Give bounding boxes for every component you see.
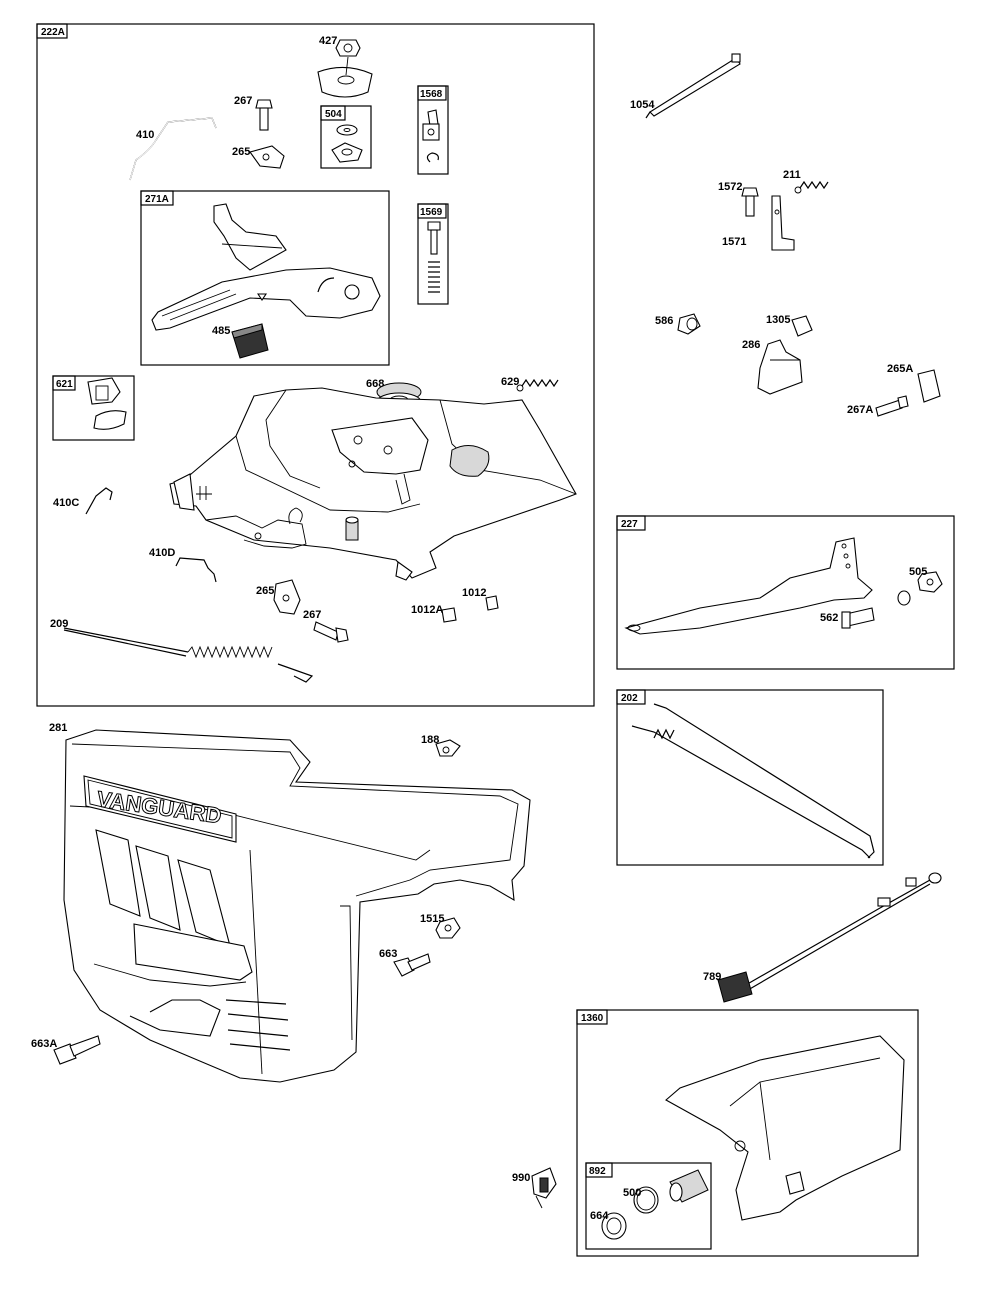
callout-265A: 265A bbox=[887, 363, 913, 375]
box-label-1569: 1569 bbox=[420, 207, 443, 218]
box-label-222A: 222A bbox=[41, 27, 65, 38]
part-663A-bolt bbox=[53, 1035, 101, 1065]
part-1515-nut bbox=[435, 917, 461, 939]
box-label-271A: 271A bbox=[145, 194, 169, 205]
part-211-spring bbox=[794, 180, 829, 194]
box-label-504: 504 bbox=[325, 109, 342, 120]
part-789-harness bbox=[717, 872, 942, 1003]
callout-1571: 1571 bbox=[722, 236, 746, 248]
part-222A-bracket bbox=[169, 387, 577, 581]
callout-267A: 267A bbox=[847, 404, 873, 416]
callout-1054: 1054 bbox=[630, 99, 655, 111]
callout-664: 664 bbox=[590, 1210, 609, 1222]
assembly-box-227: 227 bbox=[616, 515, 955, 670]
part-562-pin bbox=[841, 607, 875, 629]
part-410-link bbox=[129, 117, 217, 181]
part-1571-bracket bbox=[771, 195, 795, 251]
box-label-892: 892 bbox=[589, 1166, 606, 1177]
callout-1572: 1572 bbox=[718, 181, 742, 193]
part-267A-bolt bbox=[875, 395, 909, 417]
assembly-box-271A: 271A bbox=[140, 190, 390, 366]
callout-410C: 410C bbox=[53, 497, 79, 509]
part-629-spring bbox=[516, 378, 559, 392]
part-1572-bolt bbox=[741, 187, 759, 217]
callout-990: 990 bbox=[512, 1172, 530, 1184]
assembly-box-504: 504 bbox=[320, 105, 372, 169]
callout-789: 789 bbox=[703, 971, 721, 983]
callout-188: 188 bbox=[421, 734, 439, 746]
part-281-cover: VANGUARD bbox=[63, 729, 531, 1083]
callout-267-upper: 267 bbox=[234, 95, 252, 107]
callout-1012A: 1012A bbox=[411, 604, 443, 616]
callout-505: 505 bbox=[909, 566, 927, 578]
part-265-clip-upper bbox=[249, 145, 285, 169]
part-267-bolt-lower bbox=[313, 621, 349, 643]
callout-663A: 663A bbox=[31, 1038, 57, 1050]
part-1012A-fitting bbox=[441, 607, 457, 623]
part-209-spring-rod bbox=[63, 627, 314, 683]
part-990-connector bbox=[531, 1167, 557, 1209]
assembly-box-1568: 1568 bbox=[417, 85, 449, 175]
callout-663: 663 bbox=[379, 948, 397, 960]
callout-211: 211 bbox=[783, 169, 801, 181]
callout-410: 410 bbox=[136, 129, 154, 141]
part-427-nut bbox=[317, 39, 373, 98]
callout-286: 286 bbox=[742, 339, 760, 351]
part-267-bolt-upper bbox=[255, 99, 273, 131]
callout-586: 586 bbox=[655, 315, 673, 327]
part-663-bolt bbox=[393, 953, 431, 977]
assembly-box-892: 892 bbox=[585, 1162, 712, 1250]
assembly-box-222A: 222A bbox=[36, 23, 595, 707]
box-label-1568: 1568 bbox=[420, 89, 443, 100]
part-410C-link bbox=[85, 487, 113, 515]
callout-209: 209 bbox=[50, 618, 68, 630]
part-1305-fitting bbox=[791, 315, 813, 337]
part-265A-clip bbox=[917, 369, 941, 403]
assembly-box-1360: 1360 bbox=[576, 1009, 919, 1257]
part-505-nut bbox=[897, 571, 943, 606]
part-410D-link bbox=[175, 557, 217, 583]
callout-427: 427 bbox=[319, 35, 337, 47]
box-label-202: 202 bbox=[621, 693, 638, 704]
part-1012-fitting bbox=[485, 595, 499, 611]
callout-562: 562 bbox=[820, 612, 838, 624]
assembly-box-1569: 1569 bbox=[417, 203, 449, 305]
part-188-bolt bbox=[435, 739, 461, 757]
part-286-block bbox=[757, 339, 803, 395]
assembly-box-202: 202 bbox=[616, 689, 884, 866]
box-label-227: 227 bbox=[621, 519, 638, 530]
callout-265-lower: 265 bbox=[256, 585, 274, 597]
callout-629: 629 bbox=[501, 376, 519, 388]
callout-500: 500 bbox=[623, 1187, 641, 1199]
part-485-pad bbox=[231, 323, 269, 359]
callout-281: 281 bbox=[49, 722, 67, 734]
callout-267-lower: 267 bbox=[303, 609, 321, 621]
callout-1012: 1012 bbox=[462, 587, 486, 599]
callout-668: 668 bbox=[366, 378, 384, 390]
callout-1515: 1515 bbox=[420, 913, 444, 925]
callout-1305: 1305 bbox=[766, 314, 790, 326]
box-label-621: 621 bbox=[56, 379, 73, 390]
box-label-1360: 1360 bbox=[581, 1013, 604, 1024]
assembly-box-621: 621 bbox=[52, 375, 135, 441]
part-265-clip-lower bbox=[273, 579, 301, 615]
callout-485: 485 bbox=[212, 325, 230, 337]
callout-410D: 410D bbox=[149, 547, 175, 559]
part-1054-cable-tie bbox=[645, 53, 741, 119]
part-586-fitting bbox=[677, 313, 701, 335]
callout-265-upper: 265 bbox=[232, 146, 250, 158]
